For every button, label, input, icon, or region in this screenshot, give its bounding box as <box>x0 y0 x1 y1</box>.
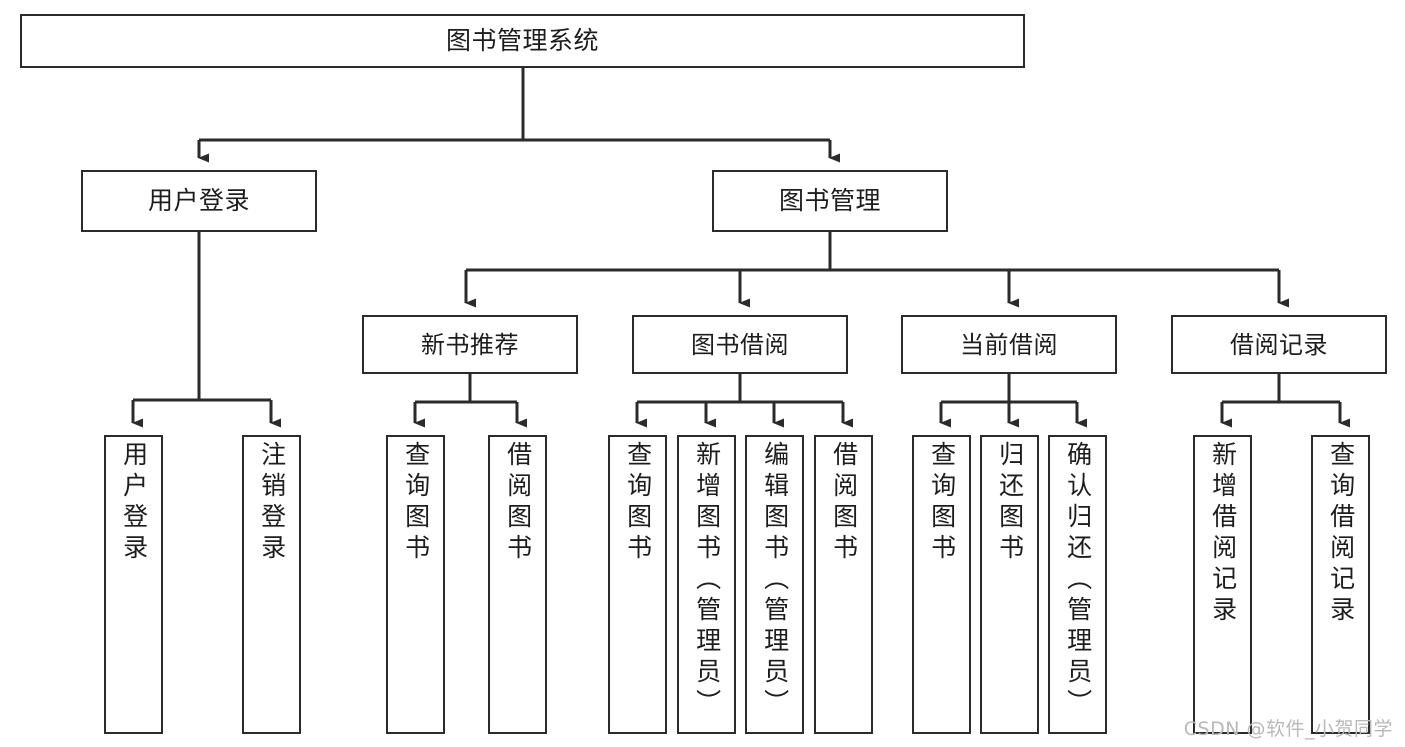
node-leaf-logout-login[interactable]: 注销登录 <box>242 435 301 734</box>
node-borrow-record[interactable]: 借阅记录 <box>1171 315 1387 374</box>
node-label: 查询图书 <box>927 441 957 565</box>
node-label: 新书推荐 <box>421 330 519 359</box>
node-leaf-query-book-recommend[interactable]: 查询图书 <box>386 435 445 734</box>
node-label: 图书借阅 <box>691 330 789 359</box>
node-book-borrow[interactable]: 图书借阅 <box>632 315 848 374</box>
node-label: 确认归还（管理员） <box>1063 441 1093 720</box>
node-label: 用户登录 <box>147 186 250 216</box>
node-label: 编辑图书（管理员） <box>760 441 790 720</box>
node-book-management[interactable]: 图书管理 <box>712 170 948 232</box>
node-leaf-add-borrow-record[interactable]: 新增借阅记录 <box>1193 435 1252 734</box>
node-label: 查询图书 <box>401 441 431 565</box>
node-label: 借阅图书 <box>829 441 859 565</box>
node-label: 新增图书（管理员） <box>692 441 722 720</box>
node-new-book-recommend[interactable]: 新书推荐 <box>362 315 578 374</box>
node-label: 当前借阅 <box>960 330 1058 359</box>
node-label: 图书管理 <box>778 186 881 216</box>
node-leaf-query-book-current[interactable]: 查询图书 <box>912 435 971 734</box>
node-label: 注销登录 <box>257 441 287 565</box>
csdn-watermark: CSDN @软件_小贺同学 <box>1183 718 1393 740</box>
node-label: 用户登录 <box>119 441 149 565</box>
node-label: 查询图书 <box>623 441 653 565</box>
node-leaf-add-book-admin[interactable]: 新增图书（管理员） <box>677 435 736 734</box>
node-current-borrow[interactable]: 当前借阅 <box>901 315 1117 374</box>
node-label: 图书管理系统 <box>445 26 599 56</box>
node-leaf-query-borrow-record[interactable]: 查询借阅记录 <box>1311 435 1370 734</box>
node-leaf-user-login[interactable]: 用户登录 <box>104 435 163 734</box>
node-leaf-borrow-book-recommend[interactable]: 借阅图书 <box>488 435 547 734</box>
node-root-book-management-system[interactable]: 图书管理系统 <box>20 14 1025 68</box>
node-leaf-edit-book-admin[interactable]: 编辑图书（管理员） <box>745 435 804 734</box>
node-leaf-return-book[interactable]: 归还图书 <box>980 435 1039 734</box>
node-label: 归还图书 <box>995 441 1025 565</box>
node-label: 查询借阅记录 <box>1326 441 1356 627</box>
node-label: 新增借阅记录 <box>1208 441 1238 627</box>
node-user-login[interactable]: 用户登录 <box>81 170 317 232</box>
node-leaf-confirm-return-admin[interactable]: 确认归还（管理员） <box>1048 435 1107 734</box>
node-label: 借阅记录 <box>1230 330 1328 359</box>
node-leaf-query-book-borrow[interactable]: 查询图书 <box>608 435 667 734</box>
node-label: 借阅图书 <box>503 441 533 565</box>
node-leaf-borrow-book[interactable]: 借阅图书 <box>814 435 873 734</box>
